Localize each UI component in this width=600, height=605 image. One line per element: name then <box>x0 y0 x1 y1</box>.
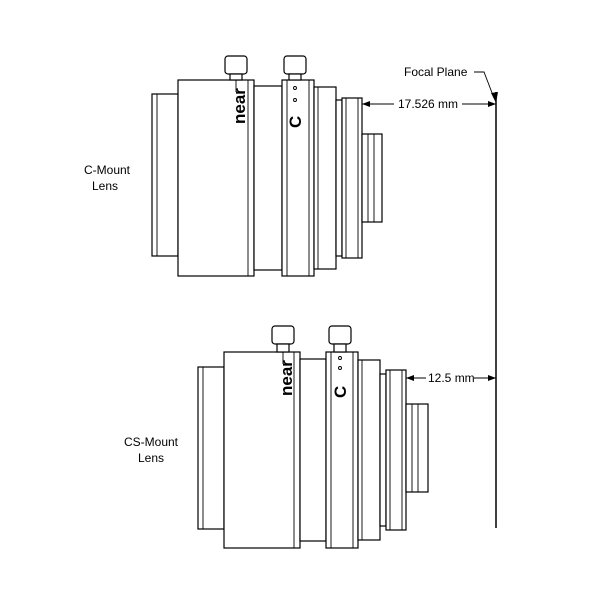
cs-focus-lock-knob <box>271 325 295 345</box>
c-mount-flange <box>341 97 363 259</box>
c-near-marking: near <box>230 88 249 124</box>
c-focus-lock-knob <box>224 55 248 75</box>
cs-mount-label-line1: CS-Mount <box>124 435 179 449</box>
c-mount-label-line2: Lens <box>92 179 118 193</box>
c-focus-ring <box>177 79 255 277</box>
cs-near-marking: near <box>277 360 296 396</box>
c-mount-dimension-label: 17.526 mm <box>398 97 458 111</box>
focal-plane-leader-arrow <box>491 92 498 103</box>
cs-mount-dimension <box>406 375 496 381</box>
cs-mount-flange <box>385 369 407 531</box>
c-iris-marking: C <box>286 116 305 128</box>
c-iris-lock-knob <box>283 55 307 75</box>
cs-focus-ring <box>223 351 301 549</box>
cs-mount-dimension-label: 12.5 mm <box>428 371 475 385</box>
cs-mount-lens: near C <box>197 325 429 549</box>
cs-iris-marking: C <box>331 386 350 398</box>
cs-front-barrel <box>197 366 225 530</box>
focal-plane-label: Focal Plane <box>404 65 468 79</box>
c-mount-thread <box>361 133 383 223</box>
c-mount-dimension <box>362 101 496 107</box>
c-front-barrel <box>151 93 179 257</box>
cs-iris-lock-knob <box>328 325 352 345</box>
cs-mount-label-line2: Lens <box>138 451 164 465</box>
c-mount-lens: near C <box>151 55 383 277</box>
cs-mount-thread <box>405 403 429 493</box>
c-mount-label-line1: C-Mount <box>84 163 131 177</box>
focal-plane-leader <box>474 71 495 99</box>
